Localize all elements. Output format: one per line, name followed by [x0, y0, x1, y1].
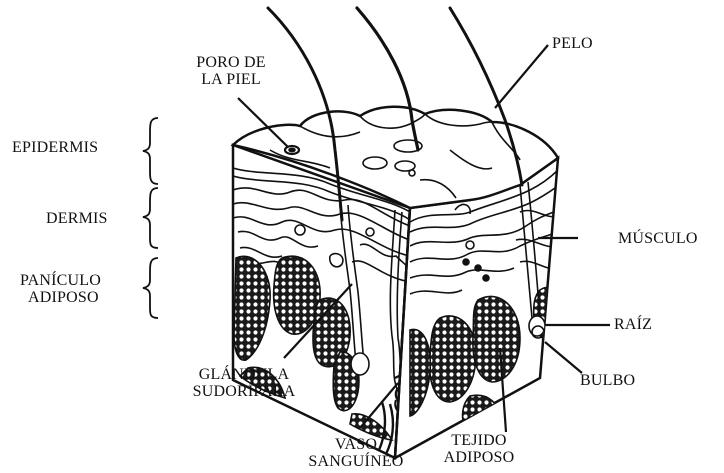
label-tejido-adiposo: TEJIDO ADIPOSO — [426, 432, 532, 466]
dermis-bracket — [143, 188, 158, 248]
label-vaso-sanguineo: VASO SANGUÍNEO — [296, 436, 416, 470]
label-poro-de-la-piel: PORO DE LA PIEL — [172, 54, 290, 88]
label-glandula-line-1: GLÁNDULA — [184, 366, 304, 383]
label-poro-line-1: PORO DE — [172, 54, 290, 71]
label-poro-line-2: LA PIEL — [172, 71, 290, 88]
label-paniculo-line-2: ADIPOSO — [20, 289, 101, 306]
bulbo-leader — [545, 342, 582, 373]
label-bulbo: BULBO — [580, 372, 635, 389]
label-dermis: DERMIS — [46, 210, 108, 227]
label-paniculo-adiposo: PANÍCULO ADIPOSO — [20, 272, 101, 306]
paniculo-bracket — [143, 258, 158, 318]
label-tejido-line-1: TEJIDO — [426, 432, 532, 449]
label-pelo: PELO — [552, 35, 593, 52]
label-raiz: RAÍZ — [614, 316, 652, 333]
label-vaso-line-2: SANGUÍNEO — [296, 453, 416, 470]
epidermis-bracket — [143, 118, 158, 184]
label-glandula-sudoripara: GLÁNDULA SUDORÍPARA — [184, 366, 304, 400]
label-tejido-line-2: ADIPOSO — [426, 449, 532, 466]
pelo-leader — [495, 45, 548, 108]
label-glandula-line-2: SUDORÍPARA — [184, 383, 304, 400]
label-musculo: MÚSCULO — [618, 230, 698, 247]
label-paniculo-line-1: PANÍCULO — [20, 272, 101, 289]
label-epidermis: EPIDERMIS — [12, 139, 98, 156]
label-vaso-line-1: VASO — [296, 436, 416, 453]
